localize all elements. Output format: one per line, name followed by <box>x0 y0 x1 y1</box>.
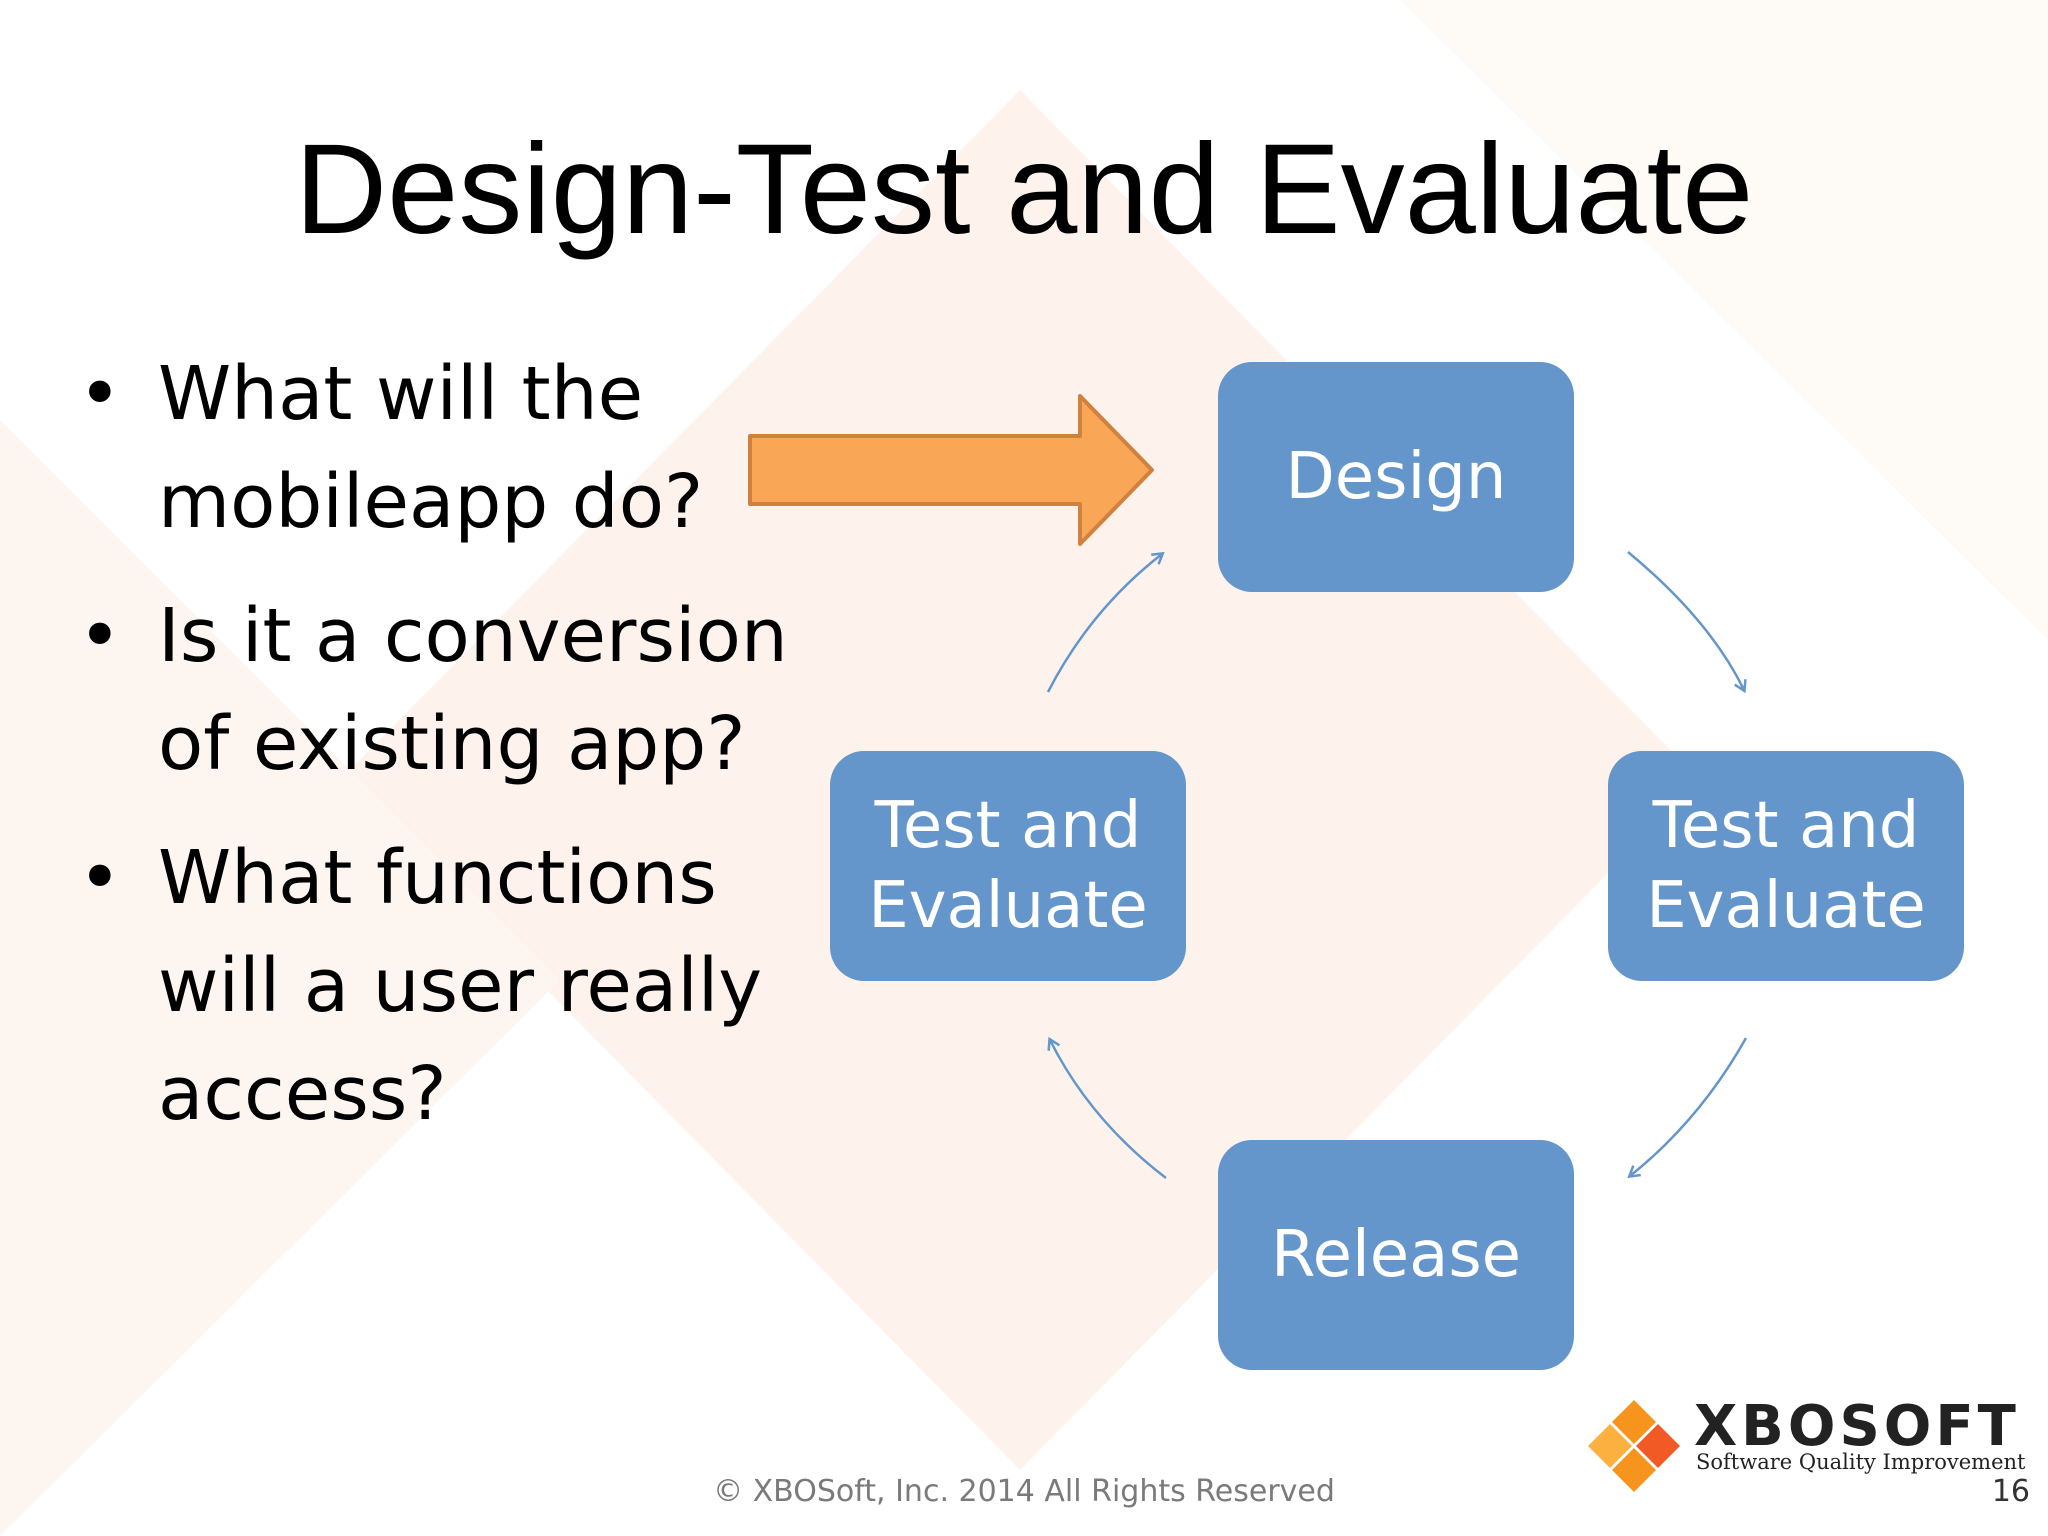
node-test-and-evaluate-left: Test and Evaluate <box>830 751 1186 981</box>
bullet-text: What will the mobileapp do? <box>158 351 704 545</box>
bullet-dot: • <box>78 351 122 437</box>
bullet-item: • Is it a conversion of existing app? <box>70 582 830 798</box>
logo-tagline: Software Quality Improvement <box>1696 1450 2026 1474</box>
bullet-dot: • <box>78 593 122 679</box>
node-test-and-evaluate-right: Test and Evaluate <box>1608 751 1964 981</box>
bullet-text: What functions will a user really access… <box>158 835 763 1137</box>
slide-title: Design-Test and Evaluate <box>294 118 1754 261</box>
cycle-arrow-right-to-release <box>1630 1037 1748 1176</box>
pointer-arrow <box>748 394 1154 546</box>
xbosoft-logo-icon <box>1588 1400 1680 1492</box>
bullet-item: • What will the mobileapp do? <box>70 340 830 556</box>
cycle-arrow-left-to-design <box>1046 554 1162 693</box>
page-number: 16 <box>1991 1474 2030 1509</box>
cycle-arrow-release-to-left <box>1050 1040 1167 1179</box>
node-release: Release <box>1218 1140 1574 1370</box>
footer-copyright: © XBOSoft, Inc. 2014 All Rights Reserved <box>713 1474 1335 1509</box>
bullet-dot: • <box>78 835 122 921</box>
node-design: Design <box>1218 362 1574 592</box>
cycle-arrow-design-to-right <box>1627 551 1744 690</box>
bullet-list: • What will the mobileapp do? • Is it a … <box>70 340 830 1174</box>
bullet-item: • What functions will a user really acce… <box>70 824 830 1148</box>
bullet-text: Is it a conversion of existing app? <box>158 593 788 787</box>
logo-name: XBOSOFT <box>1694 1394 2020 1459</box>
